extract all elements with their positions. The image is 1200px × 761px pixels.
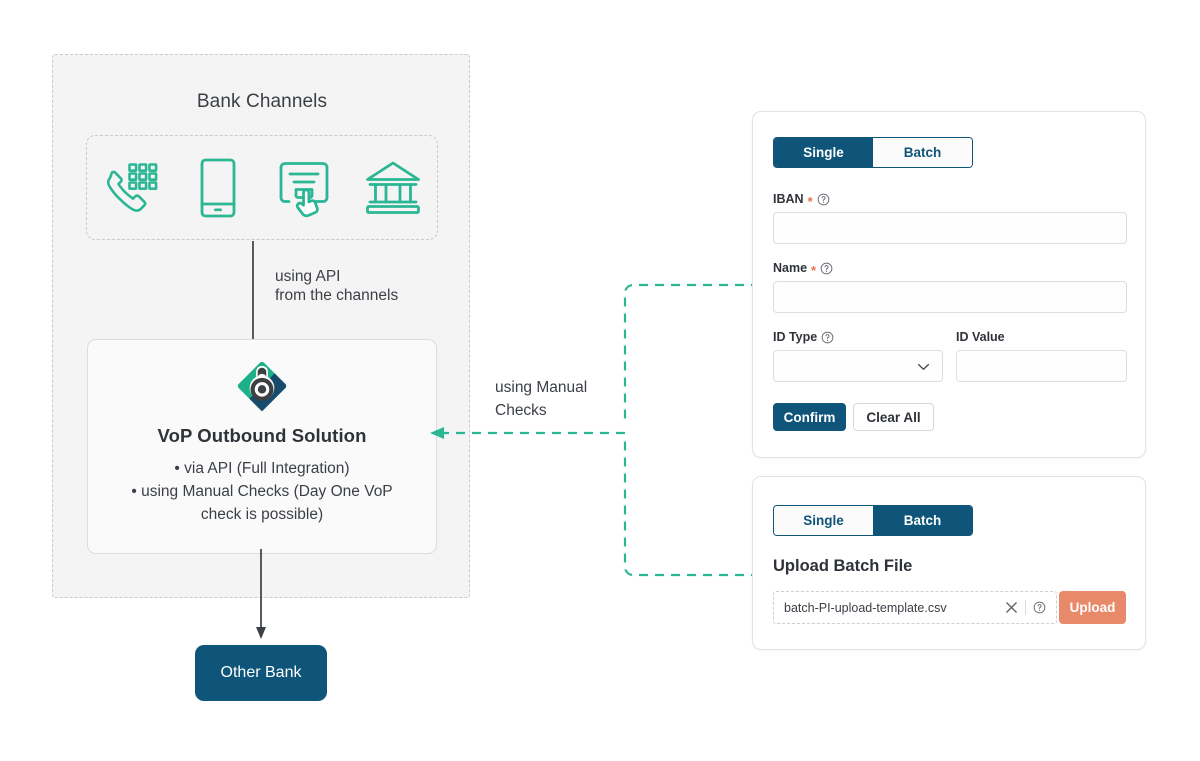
other-bank-arrow: [256, 549, 266, 639]
vop-outbound-solution-card: VoP Outbound Solution • via API (Full In…: [87, 339, 437, 554]
bank-channels-panel: Bank Channels: [52, 54, 470, 598]
batch-upload-card: Single Batch Upload Batch File batch-PI-…: [752, 476, 1146, 650]
mobile-phone-icon: [187, 157, 249, 219]
id-type-select[interactable]: [773, 350, 943, 382]
name-input[interactable]: [773, 281, 1127, 313]
manual-checks-connector: [430, 283, 760, 577]
api-arrow-label: using API from the channels: [275, 267, 398, 305]
id-type-label: ID Type: [773, 330, 834, 344]
batch-toggle-option-batch[interactable]: Batch: [873, 506, 972, 535]
phone-keypad-icon: [100, 157, 162, 219]
selected-file-name: batch-PI-upload-template.csv: [784, 600, 947, 615]
vop-bullet-2: • using Manual Checks (Day One VoP: [131, 483, 393, 500]
online-banking-click-icon: [275, 157, 337, 219]
single-batch-toggle[interactable]: Single Batch: [773, 137, 973, 168]
iban-input[interactable]: [773, 212, 1127, 244]
id-type-label-text: ID Type: [773, 330, 818, 344]
file-row-divider: [1025, 600, 1026, 615]
confirm-button[interactable]: Confirm: [773, 403, 846, 431]
vop-bullet-1: • via API (Full Integration): [174, 460, 350, 477]
id-value-label: ID Value: [956, 330, 1005, 344]
upload-help-icon[interactable]: [1033, 601, 1046, 614]
single-verification-card: Single Batch IBAN * Name *: [752, 111, 1146, 458]
iban-help-icon[interactable]: [817, 193, 830, 206]
iban-label: IBAN *: [773, 192, 830, 209]
vop-card-bullets: • via API (Full Integration) • using Man…: [104, 457, 420, 526]
chevron-down-icon: [917, 359, 930, 374]
file-dropzone[interactable]: batch-PI-upload-template.csv: [773, 591, 1057, 624]
api-arrow-label-line2: from the channels: [275, 287, 399, 304]
upload-button[interactable]: Upload: [1059, 591, 1126, 624]
name-help-icon[interactable]: [820, 262, 833, 275]
batch-toggle-option-single[interactable]: Single: [774, 506, 873, 535]
clear-all-button[interactable]: Clear All: [853, 403, 934, 431]
manual-checks-label-line1: using Manual: [495, 379, 588, 396]
id-value-input[interactable]: [956, 350, 1127, 382]
name-label: Name *: [773, 261, 833, 278]
manual-checks-label: using Manual Checks: [495, 376, 587, 422]
bank-channels-title: Bank Channels: [196, 91, 328, 112]
batch-single-toggle[interactable]: Single Batch: [773, 505, 973, 536]
vop-diamond-logo: [237, 361, 287, 412]
toggle-option-batch[interactable]: Batch: [873, 138, 972, 167]
api-arrow-label-line1: using API: [275, 268, 341, 285]
channel-icons-container: [86, 135, 438, 240]
name-label-text: Name: [773, 261, 808, 275]
bank-building-icon: [362, 157, 424, 219]
id-value-label-text: ID Value: [956, 330, 1005, 344]
vop-bullet-3: check is possible): [200, 506, 324, 523]
upload-batch-file-title: Upload Batch File: [773, 557, 913, 575]
id-type-help-icon[interactable]: [821, 331, 834, 344]
iban-label-text: IBAN: [773, 192, 804, 206]
close-icon[interactable]: [1005, 601, 1018, 614]
other-bank-button[interactable]: Other Bank: [195, 645, 327, 701]
name-required-marker: *: [811, 262, 817, 278]
vop-card-title: VoP Outbound Solution: [157, 425, 367, 446]
manual-checks-label-line2: Checks: [495, 402, 547, 419]
toggle-option-single[interactable]: Single: [774, 138, 873, 167]
iban-required-marker: *: [807, 193, 813, 209]
